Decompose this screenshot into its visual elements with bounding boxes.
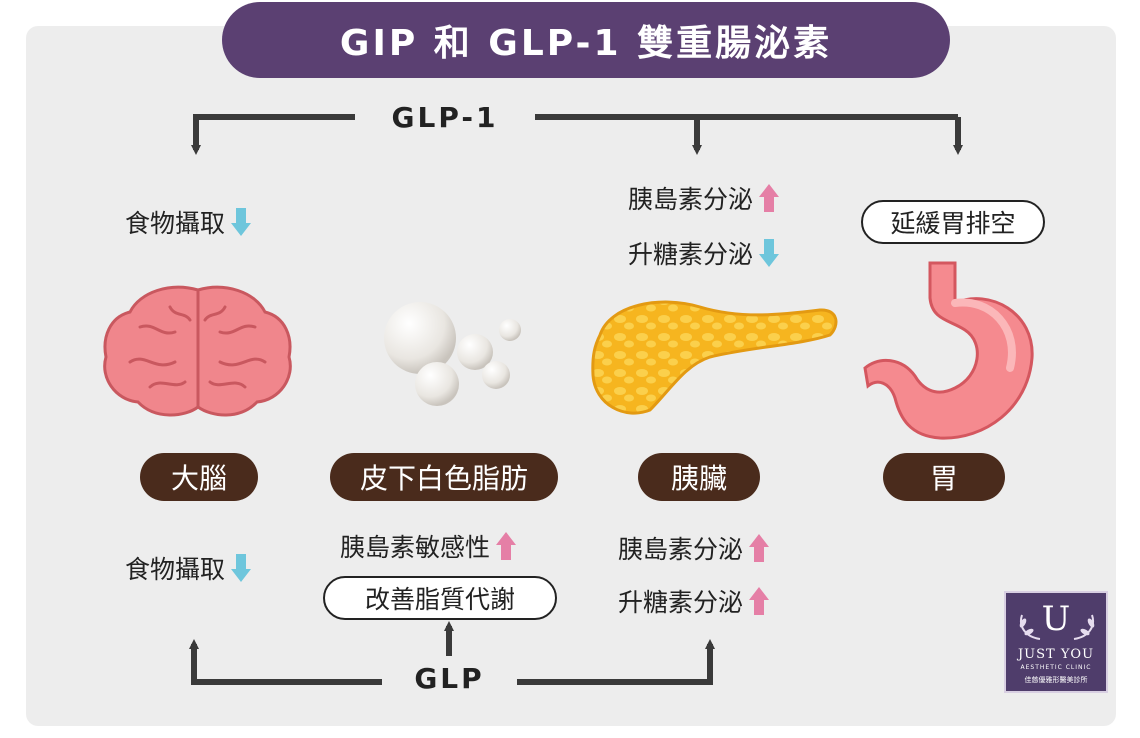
hub-label-glp: GLP bbox=[382, 656, 517, 700]
logo-tagline: AESTHETIC CLINIC bbox=[1020, 664, 1092, 671]
logo-letter: U bbox=[1041, 599, 1071, 639]
brain-illustration bbox=[103, 285, 292, 417]
title-banner: GIP 和 GLP-1 雙重腸泌素 bbox=[222, 2, 950, 78]
organ-label-fat: 皮下白色脂肪 bbox=[330, 453, 558, 501]
increase-arrow-icon bbox=[749, 587, 770, 615]
organ-label-pancreas: 胰臟 bbox=[638, 453, 760, 501]
increase-arrow-icon bbox=[749, 534, 770, 562]
logo-name: JUST YOU bbox=[1017, 647, 1095, 662]
effect-pancreas-insulin-top: 胰島素分泌 bbox=[628, 180, 780, 216]
stomach-illustration bbox=[863, 261, 1034, 440]
organ-label-stomach: 胃 bbox=[883, 453, 1005, 501]
fat-cells-illustration bbox=[384, 302, 521, 406]
increase-arrow-icon bbox=[759, 184, 780, 212]
laurel-icon bbox=[1019, 614, 1095, 640]
effect-brain-intake-top: 食物攝取 bbox=[125, 204, 252, 240]
decrease-arrow-icon bbox=[759, 239, 780, 267]
pancreas-illustration bbox=[591, 300, 838, 415]
increase-arrow-icon bbox=[496, 532, 517, 560]
bottom-branch-right bbox=[517, 639, 715, 685]
top-branch-left bbox=[191, 114, 355, 155]
effect-pancreas-insulin-bottom: 胰島素分泌 bbox=[618, 530, 770, 566]
effect-fat-metabolism: 改善脂質代謝 bbox=[323, 576, 557, 620]
logo-cn-name: 佳慈優雅形醫美診所 bbox=[1024, 676, 1088, 684]
clinic-logo: U JUST YOU AESTHETIC CLINIC 佳慈優雅形醫美診所 bbox=[1004, 591, 1108, 693]
bottom-branch-left bbox=[189, 639, 382, 685]
hub-label-glp1: GLP-1 bbox=[355, 95, 535, 139]
organ-label-brain: 大腦 bbox=[140, 453, 258, 501]
effect-fat-insulin-sensitivity: 胰島素敏感性 bbox=[340, 528, 517, 564]
effect-pancreas-glucagon-bottom: 升糖素分泌 bbox=[618, 583, 770, 619]
decrease-arrow-icon bbox=[231, 208, 252, 236]
effect-stomach-emptying: 延緩胃排空 bbox=[861, 200, 1045, 244]
effect-brain-intake-bottom: 食物攝取 bbox=[125, 550, 252, 586]
decrease-arrow-icon bbox=[231, 554, 252, 582]
effect-pancreas-glucagon-top: 升糖素分泌 bbox=[628, 235, 780, 271]
